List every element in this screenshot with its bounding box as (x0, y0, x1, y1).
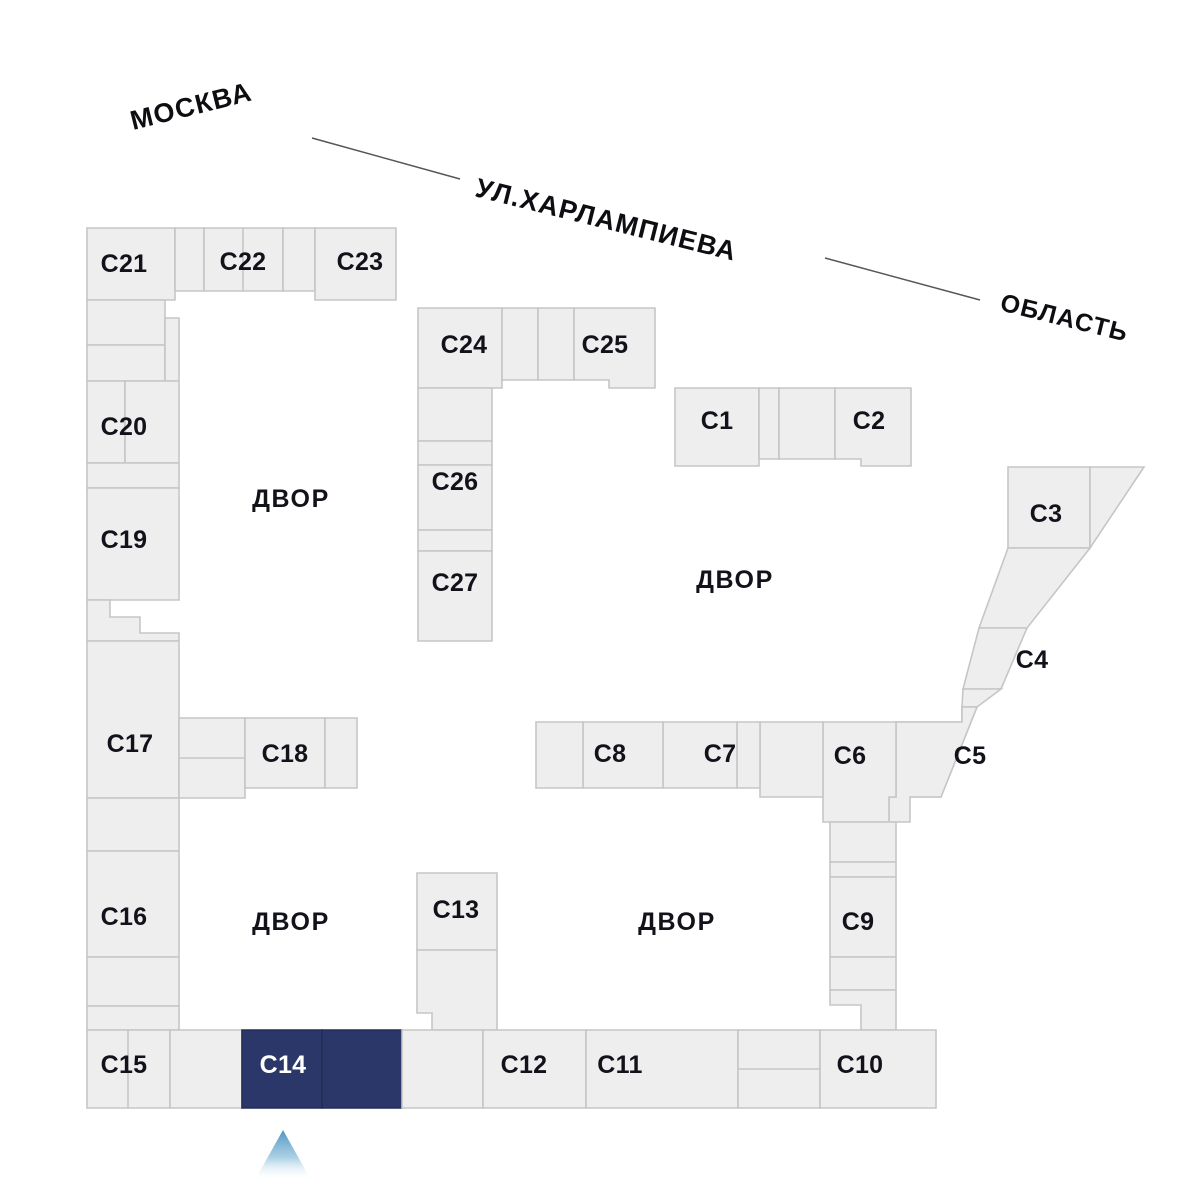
building-block-c2[interactable] (834, 387, 912, 467)
building-block-w-left-3[interactable] (164, 317, 180, 382)
street-connector-lines (311, 137, 981, 301)
courtyard-labels-group: ДВОР ДВОР ДВОР ДВОР (252, 485, 774, 936)
building-block-c9-b2[interactable] (829, 989, 897, 1031)
building-block-c24b[interactable] (501, 307, 539, 381)
building-block-c19-step[interactable] (86, 599, 180, 642)
building-label-c8: С8 (594, 740, 627, 768)
building-label-c23: С23 (337, 248, 384, 276)
building-label-c22: С22 (220, 248, 267, 276)
building-block-c21b[interactable] (174, 227, 205, 292)
building-label-c4: С4 (1016, 646, 1049, 674)
building-label-c10: С10 (837, 1051, 884, 1079)
courtyard-label-yard-northwest: ДВОР (252, 485, 330, 513)
building-block-c24[interactable] (417, 307, 503, 389)
building-block-c9-top[interactable] (829, 821, 897, 863)
building-block-e-mid-1[interactable] (977, 547, 1092, 629)
building-block-c3b[interactable] (1089, 466, 1146, 551)
building-label-c26: С26 (432, 468, 479, 496)
building-label-c18: С18 (262, 740, 309, 768)
building-label-c5: С5 (954, 742, 987, 770)
building-label-c11: С11 (597, 1051, 642, 1079)
building-label-c9: С9 (842, 908, 875, 936)
block-dividers-group (127, 228, 820, 1108)
building-block-c21[interactable] (86, 227, 176, 301)
building-block-c1[interactable] (674, 387, 760, 467)
building-block-m-mid-1[interactable] (417, 387, 493, 442)
building-block-c1b[interactable] (758, 387, 780, 460)
building-label-c15: С15 (101, 1051, 148, 1079)
building-block-c14b[interactable] (321, 1029, 403, 1109)
building-label-c7: С7 (704, 740, 737, 768)
building-label-c21: С21 (101, 250, 148, 278)
building-label-c13: С13 (433, 896, 480, 924)
north-marker-triangle (255, 1130, 311, 1180)
building-block-w-left-2[interactable] (86, 344, 166, 382)
building-label-c27: С27 (432, 569, 479, 597)
building-block-c10[interactable] (819, 1029, 937, 1109)
courtyard-label-yard-southeast: ДВОР (638, 908, 716, 936)
building-block-w-left-5[interactable] (86, 797, 180, 852)
building-block-c4b[interactable] (961, 688, 1004, 708)
building-block-c9-t2[interactable] (829, 861, 897, 878)
building-label-c20: С20 (101, 413, 148, 441)
building-block-c1c[interactable] (778, 387, 836, 460)
building-block-c7c[interactable] (736, 721, 761, 789)
building-label-c24: С24 (441, 331, 488, 359)
building-label-c3: С3 (1030, 500, 1063, 528)
building-block-c27[interactable] (417, 550, 493, 642)
building-block-c13b[interactable] (416, 949, 498, 1031)
building-label-c2: С2 (853, 407, 886, 435)
street-connector-line (311, 137, 461, 180)
building-block-c25[interactable] (573, 307, 656, 389)
building-block-w-left-1[interactable] (86, 299, 166, 346)
building-block-c12b[interactable] (401, 1029, 484, 1109)
building-blocks-group (86, 227, 1146, 1109)
building-block-c9-b1[interactable] (829, 956, 897, 991)
north-marker-group (255, 1130, 311, 1180)
street-labels-group: МОСКВА УЛ.ХАРЛАМПИЕВА ОБЛАСТЬ (127, 77, 1131, 348)
building-label-c6: С6 (834, 742, 867, 770)
street-label-moskva: МОСКВА (127, 77, 255, 136)
building-block-c17[interactable] (86, 640, 180, 799)
courtyard-label-yard-southwest: ДВОР (252, 908, 330, 936)
building-block-c8[interactable] (535, 721, 584, 789)
building-block-c19[interactable] (86, 487, 180, 601)
building-label-c1: С1 (701, 407, 734, 435)
street-label-ul-harlampieva: УЛ.ХАРЛАМПИЕВА (473, 173, 741, 267)
building-block-c6b[interactable] (759, 721, 824, 798)
building-block-c23[interactable] (314, 227, 397, 301)
building-label-c17: С17 (107, 730, 154, 758)
building-label-c14: С14 (260, 1051, 307, 1079)
building-label-c16: С16 (101, 903, 148, 931)
street-label-oblast: ОБЛАСТЬ (998, 289, 1132, 348)
building-block-m-mid-3[interactable] (417, 529, 493, 552)
building-block-m-mid-2[interactable] (417, 440, 493, 466)
building-block-c6[interactable] (822, 721, 897, 823)
building-block-c22b[interactable] (282, 227, 316, 292)
courtyard-label-yard-northeast: ДВОР (696, 566, 774, 594)
building-block-c15b[interactable] (169, 1029, 243, 1109)
building-block-c18b[interactable] (324, 717, 358, 789)
building-block-w-left-7[interactable] (86, 1005, 180, 1031)
building-label-c12: С12 (501, 1051, 548, 1079)
building-block-w-left-4[interactable] (86, 462, 180, 489)
street-connector-line (824, 257, 981, 301)
building-label-c25: С25 (582, 331, 629, 359)
building-label-c19: С19 (101, 526, 148, 554)
building-block-c24c[interactable] (537, 307, 575, 381)
building-block-w-left-6[interactable] (86, 956, 180, 1007)
